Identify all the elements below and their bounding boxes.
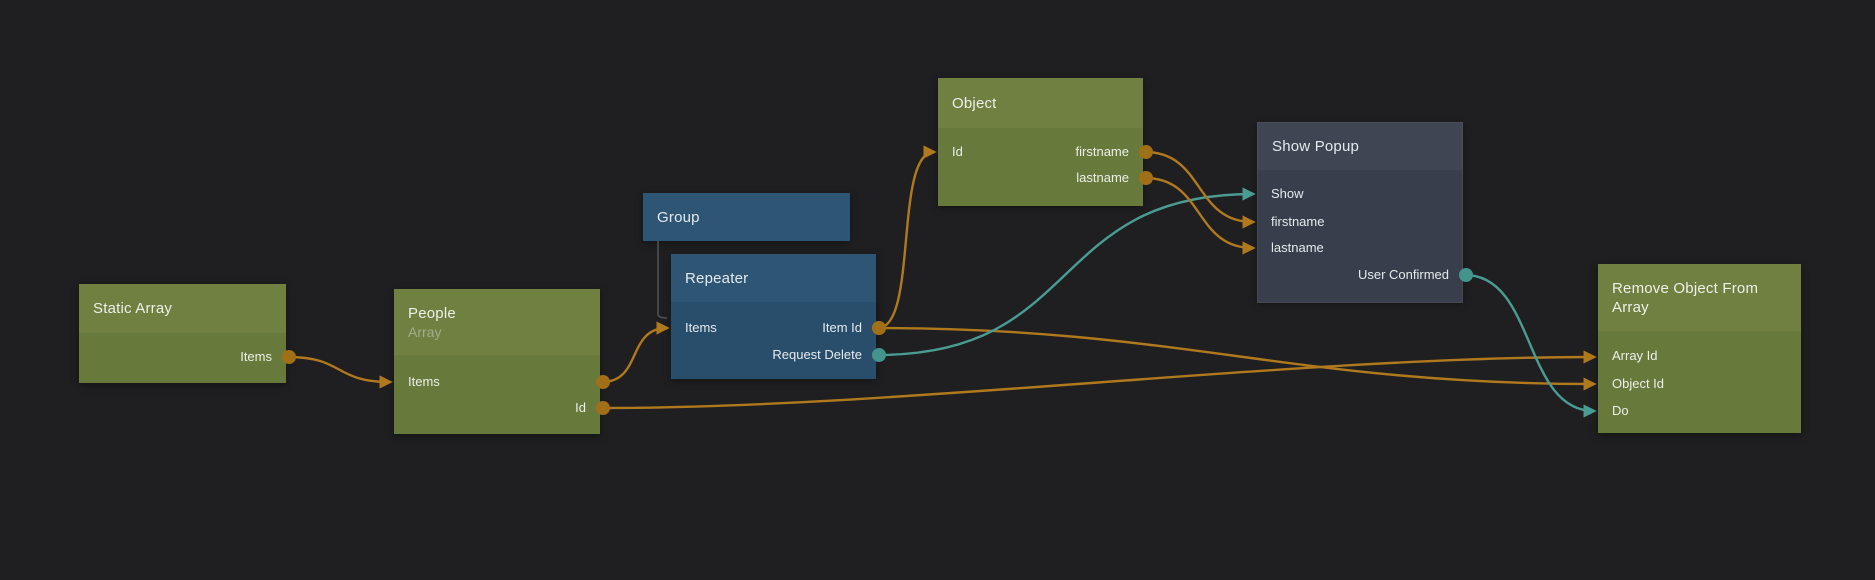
port-show-popup-user-confirmed[interactable]: User Confirmed xyxy=(1357,267,1449,282)
node-title: Static Array xyxy=(93,300,173,317)
port-people-items[interactable]: Items xyxy=(408,374,440,389)
node-group[interactable]: Group xyxy=(643,193,850,241)
connection-repeater-Item-Id-to-remove-object-from-array-Object-Id[interactable] xyxy=(877,326,1597,391)
hierarchy-line-group-repeater xyxy=(657,241,668,319)
node-title: Remove Object From Array xyxy=(1612,279,1759,316)
node-header-repeater[interactable]: Repeater xyxy=(671,254,876,302)
port-show-popup-firstname[interactable]: firstname xyxy=(1271,214,1325,229)
node-body xyxy=(79,333,286,383)
port-remove-object-from-array-do[interactable]: Do xyxy=(1612,403,1629,418)
port-remove-object-from-array-object-id[interactable]: Object Id xyxy=(1612,376,1665,391)
port-static-array-items[interactable]: Items xyxy=(240,349,272,364)
port-repeater-items[interactable]: Items xyxy=(685,320,717,335)
node-body xyxy=(1598,331,1801,433)
port-remove-object-from-array-array-id[interactable]: Array Id xyxy=(1612,348,1658,363)
node-title: Group xyxy=(657,208,700,226)
node-header-group[interactable]: Group xyxy=(643,193,850,241)
connection-object-lastname-to-show-popup-lastname[interactable] xyxy=(1144,176,1256,255)
port-object-firstname[interactable]: firstname xyxy=(1075,144,1129,159)
port-object-lastname[interactable]: lastname xyxy=(1076,170,1129,185)
port-show-popup-lastname[interactable]: lastname xyxy=(1271,240,1324,255)
connection-people-Items-to-repeater-Items[interactable] xyxy=(601,321,670,384)
port-show-popup-show[interactable]: Show xyxy=(1271,186,1304,201)
port-object-id[interactable]: Id xyxy=(952,144,963,159)
node-title: People xyxy=(408,304,456,322)
node-title: Repeater xyxy=(685,269,749,287)
node-body xyxy=(394,355,600,434)
node-body xyxy=(1257,170,1463,303)
node-title: Show Popup xyxy=(1272,138,1360,155)
connection-show-popup-User-Confirmed-to-remove-object-from-array-Do[interactable] xyxy=(1464,273,1597,418)
connection-object-firstname-to-show-popup-firstname[interactable] xyxy=(1144,150,1256,229)
port-people-id[interactable]: Id xyxy=(575,400,586,415)
node-title: Object xyxy=(952,94,997,112)
connection-repeater-Request-Delete-to-show-popup-Show[interactable] xyxy=(877,187,1256,357)
connection-repeater-Item-Id-to-object-Id[interactable] xyxy=(877,145,937,330)
connection-static-array-Items-to-people-Items[interactable] xyxy=(287,355,393,389)
node-body xyxy=(671,302,876,379)
port-repeater-item-id[interactable]: Item Id xyxy=(822,320,862,335)
node-subtitle: Array xyxy=(408,323,442,340)
node-header-show-popup[interactable]: Show Popup xyxy=(1257,122,1463,170)
node-header-remove-object-from-array[interactable]: Remove Object From Array xyxy=(1598,264,1801,331)
node-header-static-array[interactable]: Static Array xyxy=(79,284,286,333)
port-repeater-request-delete[interactable]: Request Delete xyxy=(772,347,862,362)
node-body xyxy=(938,128,1143,206)
node-header-object[interactable]: Object xyxy=(938,78,1143,128)
